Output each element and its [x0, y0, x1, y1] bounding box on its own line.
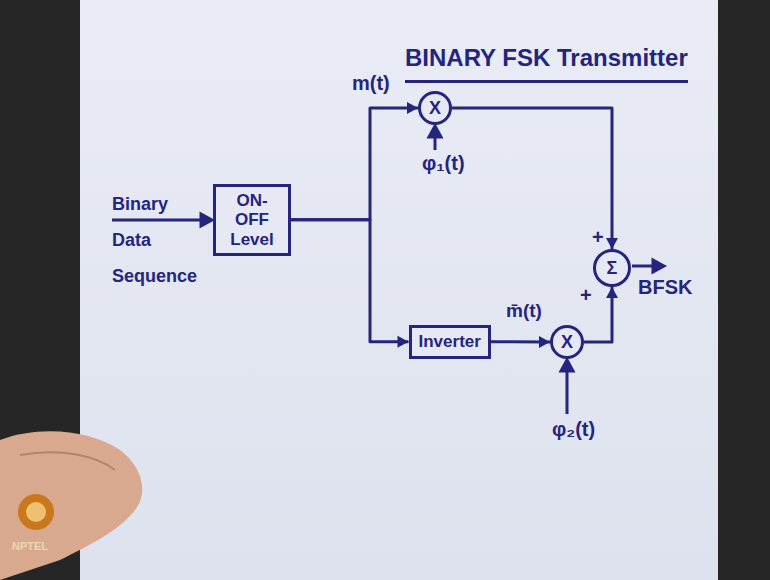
paper-background	[80, 0, 718, 580]
logo-text: NPTEL	[12, 540, 48, 552]
signal-connector	[291, 102, 418, 220]
connector-line	[291, 108, 418, 220]
multiplier-circle: X	[550, 325, 584, 359]
summer-circle: Σ	[593, 249, 631, 287]
output-arrowhead	[653, 260, 664, 272]
connector-line	[291, 220, 409, 342]
hand-crease	[20, 452, 115, 470]
signal-name: m̄(t)	[506, 300, 542, 322]
signal-name: m(t)	[352, 72, 390, 95]
node-text: X	[561, 332, 573, 353]
node-text: Inverter	[419, 332, 481, 352]
node-text: ON-OFF Level	[223, 191, 281, 250]
output-label: BFSK	[638, 276, 692, 299]
arrowhead	[606, 238, 618, 249]
arrowhead	[539, 336, 550, 348]
logo-inner	[26, 502, 46, 522]
input-arrowhead	[201, 214, 212, 226]
node-text: X	[429, 98, 441, 119]
carrier-name: φ₁(t)	[422, 152, 465, 175]
connector-line	[452, 108, 612, 249]
signal-connector	[291, 220, 409, 348]
inverter-box: Inverter	[409, 325, 491, 359]
logo-circle	[18, 494, 54, 530]
hand	[0, 431, 142, 580]
carrier-name: φ₂(t)	[552, 418, 595, 441]
node-text: Σ	[607, 258, 618, 279]
carrier1-arrowhead	[429, 126, 441, 137]
arrowhead	[398, 336, 409, 348]
signal-connector	[452, 108, 618, 249]
arrowhead	[407, 102, 418, 114]
arrowhead	[606, 287, 618, 298]
multiplier-circle: X	[418, 91, 452, 125]
level-encoder-box: ON-OFF Level	[213, 184, 291, 257]
sign-label: +	[592, 226, 604, 249]
sign-label: +	[580, 284, 592, 307]
input-line	[112, 219, 206, 222]
carrier2-arrowhead	[561, 360, 573, 371]
carrier2-line	[566, 366, 569, 414]
input-label: Binary Data Sequence	[112, 186, 212, 294]
diagram-title: BINARY FSK Transmitter	[405, 44, 688, 83]
signal-connector	[491, 336, 550, 348]
